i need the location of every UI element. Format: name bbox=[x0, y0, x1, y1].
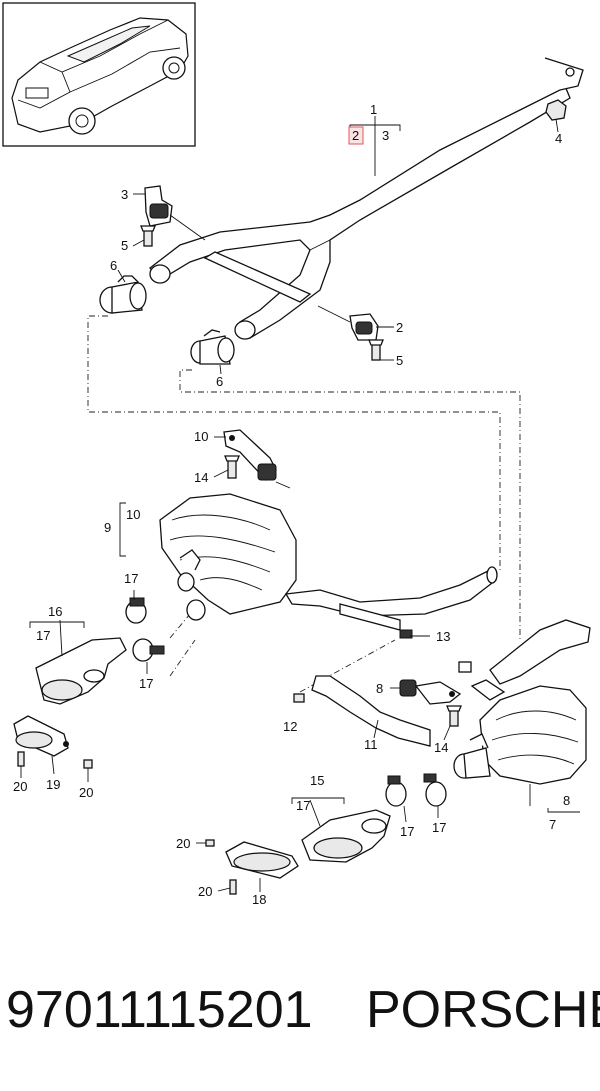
callout-20: 20 bbox=[198, 884, 212, 899]
front-y-pipe bbox=[149, 57, 584, 340]
footer: 97011115201 PORSCHE bbox=[0, 980, 600, 1050]
callout-17: 17 bbox=[139, 676, 153, 691]
callout-labels: 1 2 3 4 3 5 6 2 5 6 10 14 9 10 17 16 17 … bbox=[13, 102, 570, 907]
callout-5: 5 bbox=[396, 353, 403, 368]
callout-10: 10 bbox=[126, 507, 140, 522]
tailpipe-tip bbox=[225, 841, 299, 892]
bolt bbox=[368, 339, 394, 361]
pipe-clamp bbox=[99, 269, 147, 314]
left-tailpipe bbox=[35, 619, 127, 705]
connection-lines bbox=[87, 315, 521, 693]
callout-20: 20 bbox=[13, 779, 27, 794]
callout-17: 17 bbox=[432, 820, 446, 835]
clip bbox=[410, 635, 472, 673]
callout-6: 6 bbox=[110, 258, 117, 273]
callout-17: 17 bbox=[124, 571, 138, 586]
left-muffler bbox=[159, 493, 498, 639]
screw bbox=[83, 759, 93, 782]
callout-5: 5 bbox=[121, 238, 128, 253]
rear-hanger bbox=[390, 679, 462, 705]
part-number: 97011115201 bbox=[6, 981, 313, 1039]
nut bbox=[545, 99, 567, 133]
callout-17: 17 bbox=[36, 628, 50, 643]
callout-15: 15 bbox=[310, 773, 324, 788]
callout-11: 11 bbox=[364, 737, 378, 752]
pipe-clamp bbox=[190, 329, 235, 375]
screw bbox=[196, 839, 215, 847]
callout-2: 2 bbox=[396, 320, 403, 335]
hanger-bracket bbox=[133, 185, 206, 241]
callout-14: 14 bbox=[434, 740, 448, 755]
tailpipe-clamp bbox=[423, 773, 447, 818]
bolt bbox=[443, 705, 462, 741]
right-muffler bbox=[453, 619, 591, 806]
callout-16: 16 bbox=[48, 604, 62, 619]
right-tailpipe bbox=[301, 799, 391, 863]
callout-3: 3 bbox=[382, 128, 389, 143]
callout-12: 12 bbox=[283, 719, 297, 734]
callout-10: 10 bbox=[194, 429, 208, 444]
tailpipe-clamp bbox=[385, 775, 407, 823]
callout-2: 2 bbox=[352, 128, 359, 143]
highlight-box bbox=[348, 126, 364, 145]
bolt bbox=[213, 455, 240, 479]
callout-20: 20 bbox=[79, 785, 93, 800]
callout-13: 13 bbox=[436, 629, 450, 644]
tailpipe-clamp bbox=[132, 638, 165, 674]
callout-6: 6 bbox=[216, 374, 223, 389]
rear-hanger bbox=[214, 429, 291, 489]
tailpipe-clamp bbox=[125, 590, 147, 624]
vehicle-thumbnail bbox=[2, 2, 196, 147]
callout-7: 7 bbox=[549, 817, 556, 832]
tailpipe-tip bbox=[13, 715, 69, 775]
brand-name: PORSCHE bbox=[366, 981, 600, 1039]
mounting-bracket bbox=[293, 675, 431, 747]
callout-3: 3 bbox=[121, 187, 128, 202]
callout-14: 14 bbox=[194, 470, 208, 485]
callout-18: 18 bbox=[252, 892, 266, 907]
callout-1: 1 bbox=[370, 102, 377, 117]
callout-8: 8 bbox=[376, 681, 383, 696]
callout-17: 17 bbox=[296, 798, 310, 813]
bolt bbox=[132, 225, 156, 247]
hanger-bracket bbox=[317, 305, 394, 341]
callout-19: 19 bbox=[46, 777, 60, 792]
callout-17: 17 bbox=[400, 824, 414, 839]
callout-4: 4 bbox=[555, 131, 562, 146]
callout-20: 20 bbox=[176, 836, 190, 851]
callout-8: 8 bbox=[563, 793, 570, 808]
screw bbox=[217, 879, 237, 895]
screw bbox=[17, 751, 25, 778]
callout-9: 9 bbox=[104, 520, 111, 535]
